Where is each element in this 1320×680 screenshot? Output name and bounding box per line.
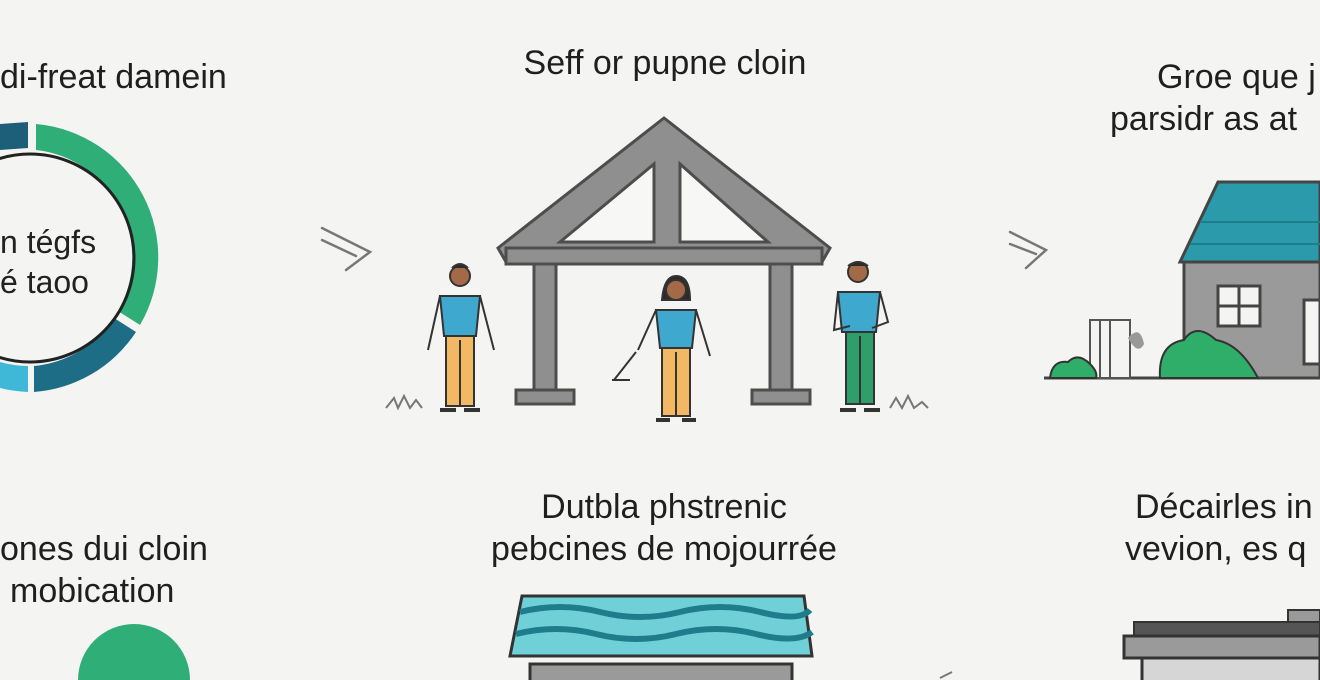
donut-chart-icon <box>0 122 159 392</box>
caption-bottom-left: ones dui cloin mobication <box>0 530 208 610</box>
person-icon <box>612 274 711 422</box>
arrow-right-icon <box>320 226 373 272</box>
caption-top-center: Seff or pupne cloin <box>523 44 807 82</box>
arrow-fragment <box>939 671 953 679</box>
water-roof-icon <box>508 594 814 680</box>
shrub-icon <box>1048 356 1098 379</box>
arrow-right-icon <box>1008 230 1049 270</box>
caption-top-left: di-freat damein <box>0 58 227 96</box>
person-icon <box>427 263 495 412</box>
shrub-icon <box>1158 330 1260 379</box>
caption-bottom-center: Dutbla phstrenic pebcines de mojourrée <box>491 488 837 568</box>
caption-bottom-right: Décairles in vevion, es q <box>1125 488 1313 568</box>
person-icon <box>832 261 890 412</box>
green-circle-icon <box>78 624 190 680</box>
caption-top-right: Groe que j parsidr as at <box>1110 58 1316 138</box>
house-frame-icon <box>385 116 929 411</box>
donut-label: n tégfs é taoo <box>0 224 97 300</box>
building-icon <box>1122 609 1320 680</box>
